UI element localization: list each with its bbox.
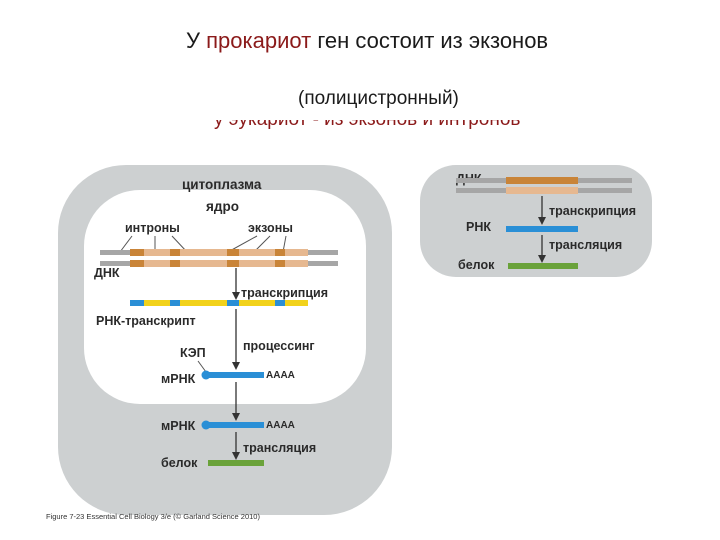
translation-label: трансляция bbox=[243, 441, 316, 455]
title-accent: прокариот bbox=[206, 28, 312, 53]
polya-label-1: AAAA bbox=[266, 370, 295, 381]
cytoplasm-label: цитоплазма bbox=[182, 177, 262, 192]
prokaryote-rna bbox=[506, 226, 578, 232]
transcription-label: транскрипция bbox=[241, 286, 328, 300]
dna-label: ДНК bbox=[94, 266, 120, 280]
cap-label: КЭП bbox=[180, 346, 206, 360]
title-rest: ген состоит из экзонов bbox=[317, 28, 549, 53]
prok-rna-label: РНК bbox=[466, 220, 491, 234]
prok-transcription-label: транскрипция bbox=[549, 204, 636, 218]
rna-transcript bbox=[130, 300, 308, 306]
eukaryote-dna bbox=[100, 249, 338, 267]
introns-label: интроны bbox=[125, 221, 180, 235]
slide-subtitle: (полицистронный) bbox=[298, 88, 459, 109]
mrna-label-1: мРНК bbox=[161, 372, 196, 386]
nucleus-label: ядро bbox=[206, 199, 239, 214]
eukaryote-protein bbox=[208, 460, 264, 466]
mrna-cytoplasm bbox=[201, 420, 264, 430]
protein-label: белок bbox=[161, 456, 198, 470]
processing-label: процессинг bbox=[243, 339, 315, 353]
prok-translation-label: трансляция bbox=[549, 238, 622, 252]
exons-label: экзоны bbox=[248, 221, 293, 235]
clipped-text-line: у эукариот - из экзонов и интронов bbox=[214, 120, 634, 134]
mrna-label-2: мРНК bbox=[161, 419, 196, 433]
polya-label-2: AAAA bbox=[266, 420, 295, 431]
cap-pointer bbox=[197, 360, 207, 373]
prok-protein-label: белок bbox=[458, 258, 495, 272]
mrna-nucleus bbox=[201, 370, 264, 380]
title-prefix: У bbox=[186, 28, 200, 53]
prokaryote-protein bbox=[508, 263, 578, 269]
clipped-text: у эукариот - из экзонов и интронов bbox=[214, 120, 634, 131]
rna-transcript-label: РНК-транскрипт bbox=[96, 314, 196, 328]
prokaryote-dna bbox=[456, 177, 632, 194]
figure-credit: Figure 7-23 Essential Cell Biology 3/e (… bbox=[46, 512, 260, 521]
slide-title: У прокариот ген состоит из экзонов bbox=[186, 28, 548, 54]
